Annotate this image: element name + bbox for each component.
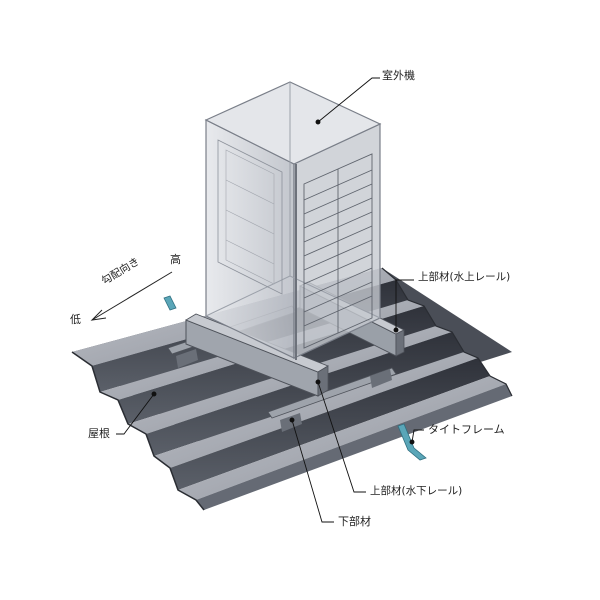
slope-low-label: 低 [70,313,81,326]
roof-front-edge [71,351,205,511]
slope-high-label: 高 [170,253,181,266]
leader-outdoor-unit [317,77,380,123]
label-tie-frame: タイトフレーム [428,423,505,436]
unit-grille [303,153,373,349]
tie-frame [163,295,427,461]
leader-roof [116,393,155,435]
unit-top-face [204,81,382,165]
leader-upper-downstream [317,381,366,493]
leader-lines [116,77,424,523]
label-roof: 屋根 [88,427,110,440]
roof-right-edge [381,267,513,397]
outdoor-unit [204,81,382,360]
leader-upper-upstream [395,279,414,330]
leader-tie-frame [411,429,424,443]
slope-arrow [90,271,173,321]
label-outdoor-unit: 室外機 [382,69,415,82]
label-upper-member-upstream: 上部材(水上レール) [418,271,511,283]
leader-lower-member [291,419,334,523]
label-lower-member: 下部材 [338,515,371,528]
label-upper-member-downstream: 上部材(水下レール) [370,485,463,497]
